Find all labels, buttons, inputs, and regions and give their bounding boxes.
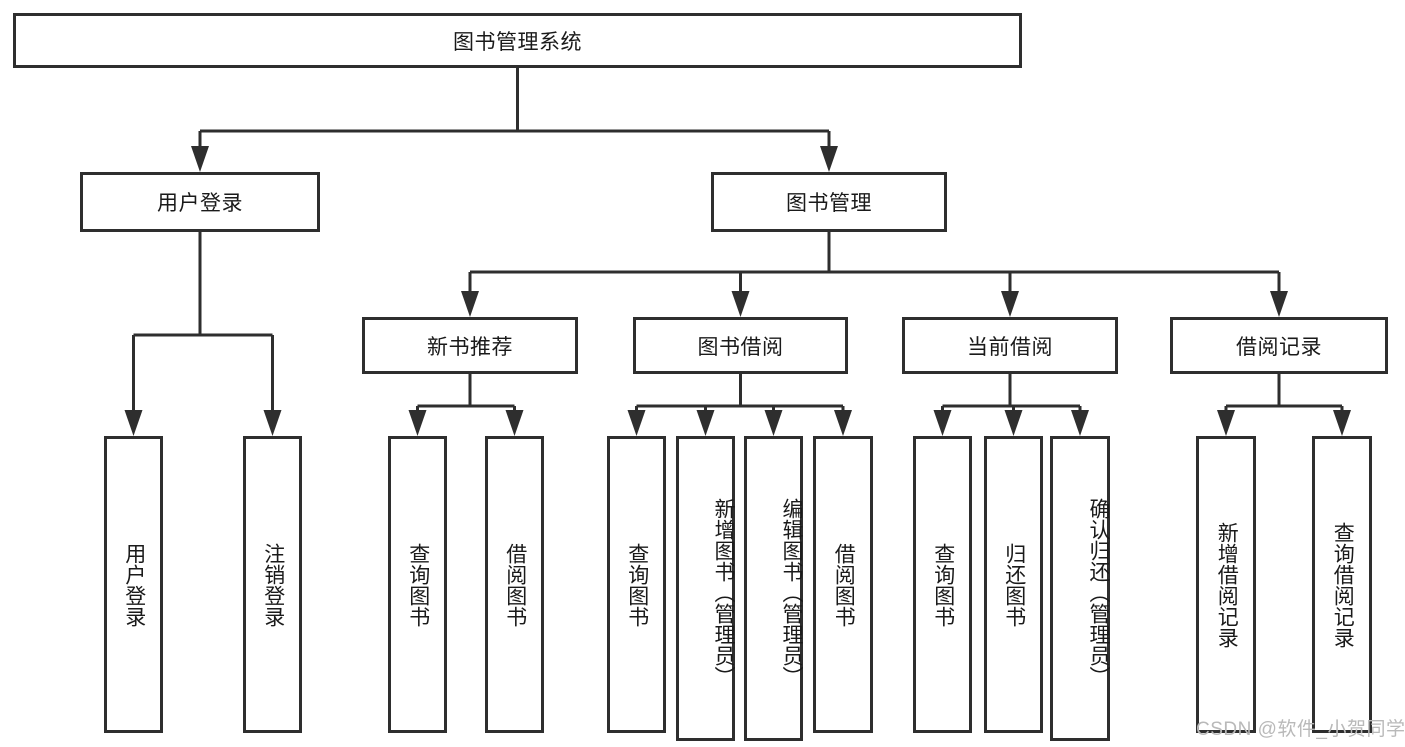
node-box-root[interactable]: [13, 13, 1022, 68]
arrow-head-leaf-borrow-book-1: [505, 410, 524, 436]
arrow-head-leaf-return-book: [1004, 410, 1023, 436]
node-box-leaf-borrow-book-1[interactable]: [485, 436, 544, 733]
arrow-head-current-borrow: [1001, 291, 1019, 317]
node-box-leaf-return-book[interactable]: [984, 436, 1043, 733]
arrow-head-leaf-query-book-2: [627, 410, 646, 436]
arrow-head-user-login: [191, 146, 209, 172]
node-box-borrow-record[interactable]: [1170, 317, 1388, 374]
arrow-head-leaf-query-record: [1333, 410, 1351, 436]
box-layer: [13, 13, 1388, 741]
arrow-head-leaf-borrow-book-2: [834, 410, 852, 436]
node-box-leaf-query-book-1[interactable]: [388, 436, 447, 733]
arrow-head-leaf-logout: [263, 410, 282, 436]
csdn-watermark: CSDN @软件_小贺同学: [1196, 719, 1405, 740]
arrow-head-book-manage: [820, 146, 838, 172]
arrow-head-leaf-user-login: [124, 410, 143, 436]
arrow-head-borrow-record: [1270, 291, 1288, 317]
node-box-leaf-query-record[interactable]: [1312, 436, 1372, 733]
arrow-head-leaf-query-book-3: [933, 410, 952, 436]
node-box-leaf-add-record[interactable]: [1196, 436, 1256, 733]
node-box-leaf-logout[interactable]: [243, 436, 302, 733]
node-box-new-book-rec[interactable]: [362, 317, 578, 374]
arrow-head-leaf-edit-book: [764, 410, 783, 436]
node-box-leaf-user-login[interactable]: [104, 436, 163, 733]
arrow-head-leaf-add-record: [1217, 410, 1235, 436]
arrow-head-leaf-add-book: [696, 410, 715, 436]
node-box-current-borrow[interactable]: [902, 317, 1118, 374]
node-box-book-borrow[interactable]: [633, 317, 848, 374]
arrow-head-leaf-query-book-1: [408, 410, 427, 436]
arrow-head-book-borrow: [731, 291, 750, 317]
node-box-leaf-add-book[interactable]: [676, 436, 735, 741]
node-box-leaf-query-book-3[interactable]: [913, 436, 972, 733]
node-box-user-login[interactable]: [80, 172, 320, 232]
arrow-head-leaf-confirm-return: [1071, 410, 1089, 436]
node-box-leaf-borrow-book-2[interactable]: [813, 436, 873, 733]
node-box-leaf-query-book-2[interactable]: [607, 436, 666, 733]
arrow-head-new-book-rec: [461, 291, 479, 317]
node-box-leaf-confirm-return[interactable]: [1050, 436, 1110, 741]
connector-layer: [124, 68, 1351, 436]
node-box-book-manage[interactable]: [711, 172, 947, 232]
node-box-leaf-edit-book[interactable]: [744, 436, 803, 741]
